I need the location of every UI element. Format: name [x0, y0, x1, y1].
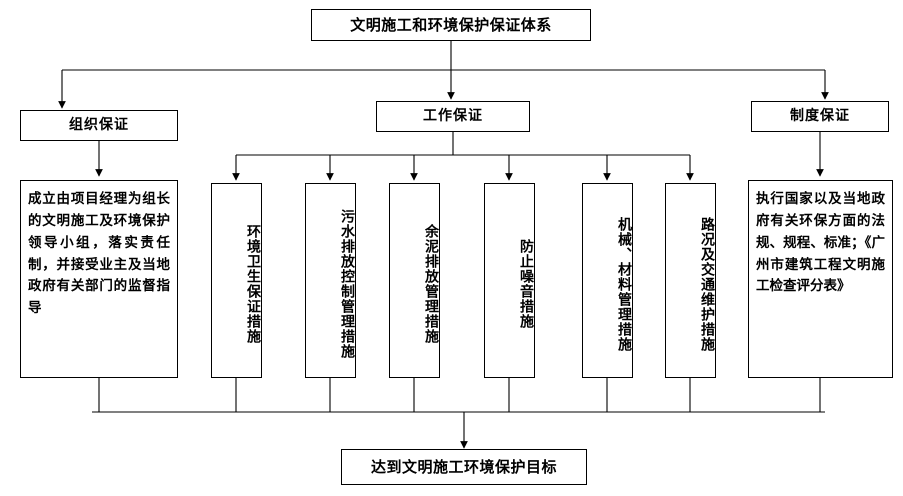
node-env-sanitation[interactable]: 环境卫生保证措施 [211, 183, 262, 378]
node-machinery-material[interactable]: 机械、材料管理措施 [582, 183, 633, 378]
node-organization[interactable]: 组织保证 [20, 110, 178, 141]
title-box[interactable]: 文明施工和环境保护保证体系 [311, 9, 591, 41]
node-organization-detail[interactable]: 成立由项目经理为组长的文明施工及环境保护领导小组，落实责任制，并接受业主及当地政… [20, 180, 178, 378]
node-env-sanitation-label: 环境卫生保证措施 [245, 224, 261, 344]
node-road-traffic[interactable]: 路况及交通维护措施 [665, 183, 716, 378]
node-system-label: 制度保证 [790, 108, 850, 124]
title-box-label: 文明施工和环境保护保证体系 [350, 15, 552, 34]
node-machinery-material-label: 机械、材料管理措施 [616, 216, 632, 352]
node-system-detail-label: 执行国家以及当地政府有关环保方面的法规、规程、标准；《广州市建筑工程文明施工检查… [756, 191, 885, 295]
node-sewage-control[interactable]: 污水排放控制管理措施 [305, 183, 356, 378]
node-sludge-discharge[interactable]: 余泥排放管理措施 [389, 183, 440, 378]
node-sewage-control-label: 污水排放控制管理措施 [339, 209, 355, 359]
result-box[interactable]: 达到文明施工环境保护目标 [341, 449, 587, 485]
node-noise-prevention[interactable]: 防止噪音措施 [484, 183, 535, 378]
node-organization-detail-label: 成立由项目经理为组长的文明施工及环境保护领导小组，落实责任制，并接受业主及当地政… [28, 191, 170, 317]
node-work-label: 工作保证 [423, 108, 483, 124]
node-sludge-discharge-label: 余泥排放管理措施 [423, 224, 439, 344]
node-system-detail[interactable]: 执行国家以及当地政府有关环保方面的法规、规程、标准；《广州市建筑工程文明施工检查… [748, 180, 893, 378]
node-organization-label: 组织保证 [69, 117, 129, 133]
node-road-traffic-label: 路况及交通维护措施 [699, 216, 715, 352]
node-noise-prevention-label: 防止噪音措施 [518, 239, 534, 329]
node-work[interactable]: 工作保证 [376, 101, 530, 132]
node-system[interactable]: 制度保证 [751, 101, 889, 132]
result-box-label: 达到文明施工环境保护目标 [370, 457, 557, 476]
